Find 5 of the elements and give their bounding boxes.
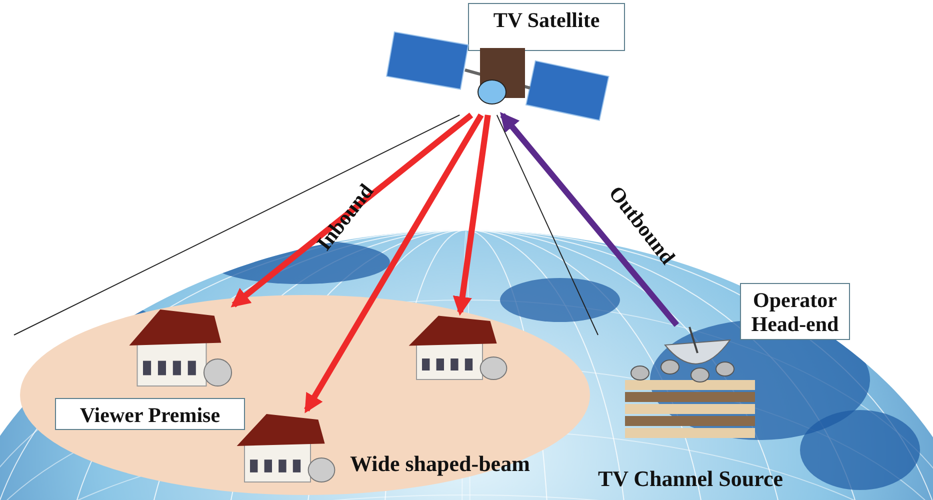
label-box: Viewer Premise (55, 398, 245, 430)
label-box: TV Satellite (468, 3, 625, 51)
caption-label: TV Channel Source (598, 466, 784, 492)
label-box: Operator Head-end (740, 283, 850, 340)
beam-label: Wide shaped-beam (350, 451, 530, 476)
